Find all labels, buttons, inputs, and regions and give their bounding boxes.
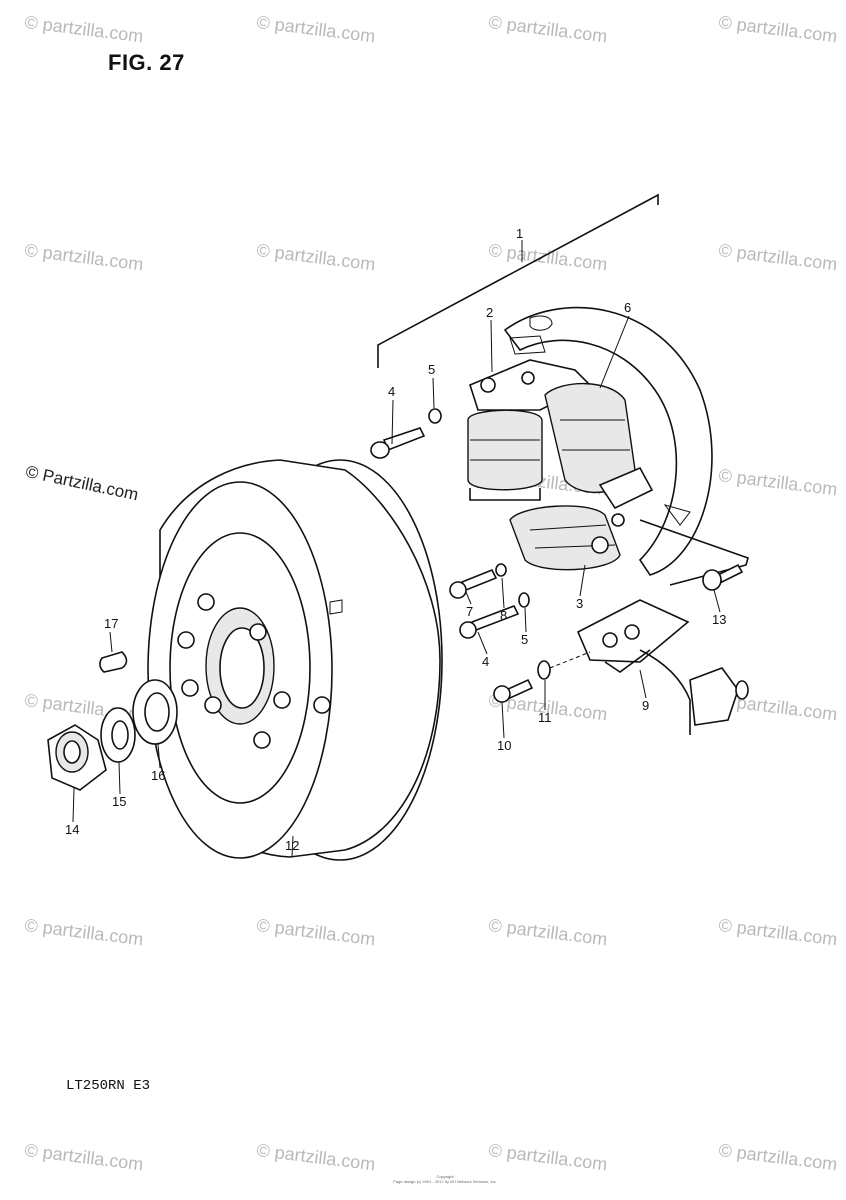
callout-17: 17 [104, 616, 118, 631]
washer-8 [495, 563, 507, 577]
callout-11: 11 [538, 710, 552, 725]
woodruff-key [99, 651, 128, 673]
washer-5-upper [428, 408, 442, 424]
callout-2: 2 [486, 305, 493, 320]
nut-14 [47, 724, 107, 791]
copyright-line: Copyright [436, 1174, 454, 1179]
screw-13 [702, 563, 744, 591]
charging-coil [467, 359, 592, 501]
copyright-notice: Copyright Page design (c) 2001 - 2017 by… [365, 1174, 525, 1184]
washer-11 [537, 660, 551, 680]
callout-10: 10 [497, 738, 511, 753]
callout-3: 3 [576, 596, 583, 611]
model-code: LT250RN E3 [66, 1078, 151, 1094]
callout-leaders [72, 315, 721, 857]
figure-title: FIG. 27 [108, 50, 185, 75]
copyright-line: Page design (c) 2001 - 2017 by ATI Netwo… [393, 1179, 497, 1184]
callout-16: 16 [151, 768, 165, 783]
callout-13: 13 [712, 612, 726, 627]
callout-4b: 4 [482, 654, 489, 669]
pulser-bracket [576, 519, 749, 735]
pickup-coil [509, 505, 625, 571]
callout-8: 8 [500, 608, 507, 623]
callout-14: 14 [65, 822, 79, 837]
screw-10 [493, 678, 534, 703]
screw-4-upper [370, 427, 426, 459]
callout-7: 7 [466, 604, 473, 619]
screw-4-lower [459, 604, 520, 639]
callout-5b: 5 [521, 632, 528, 647]
lighting-coil [544, 382, 654, 510]
callout-4: 4 [388, 384, 395, 399]
callout-15: 15 [112, 794, 126, 809]
stator-plate [503, 306, 713, 576]
screw-7 [449, 568, 498, 599]
washer-16 [132, 679, 178, 745]
callout-1: 1 [516, 226, 523, 241]
callout-9: 9 [642, 698, 649, 713]
callout-12: 12 [285, 838, 299, 853]
callout-6: 6 [624, 300, 631, 315]
washer-5-lower [518, 592, 530, 608]
assembly-bracket [377, 193, 659, 368]
flywheel-rotor [147, 459, 443, 861]
callout-5: 5 [428, 362, 435, 377]
washer-15 [100, 707, 136, 763]
